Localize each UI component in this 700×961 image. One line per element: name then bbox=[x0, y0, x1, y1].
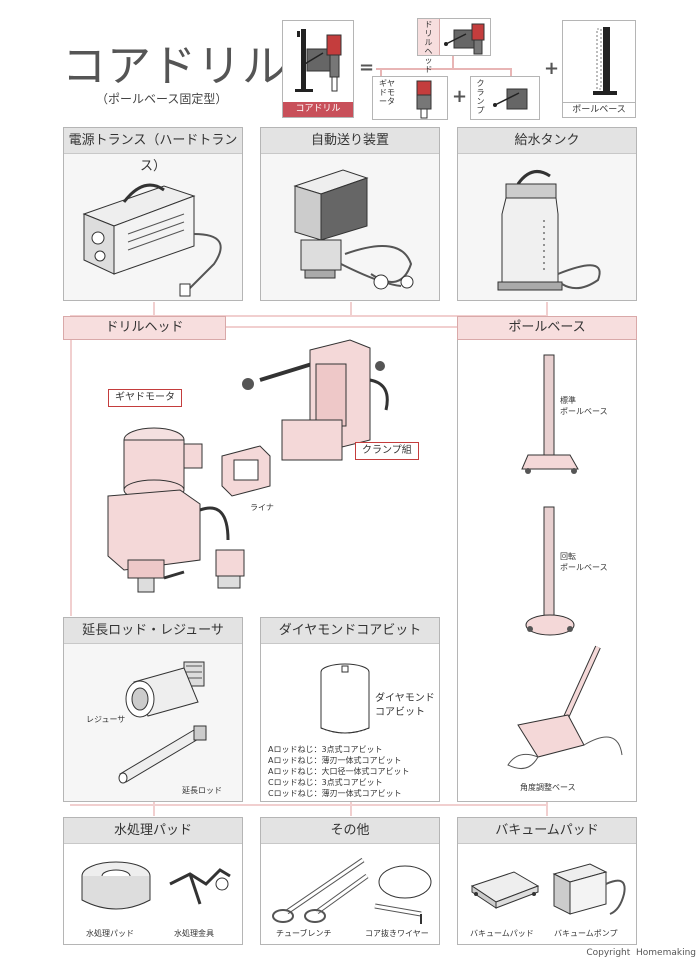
formula-pole-base-box: ポールベース bbox=[562, 20, 636, 118]
formula-clamp-label: クランプ bbox=[476, 79, 485, 115]
vacuum-pad-section: バキュームパッド bbox=[457, 817, 637, 945]
core-drill-box: コアドリル bbox=[282, 20, 354, 118]
ext-rod-image bbox=[118, 725, 207, 784]
water-pad-image bbox=[81, 861, 151, 910]
auto-feed-header: 自動送り装置 bbox=[261, 128, 439, 154]
liner-image bbox=[221, 445, 271, 497]
formula-geared-motor-box: ギヤドモータ bbox=[372, 76, 448, 120]
water-fitting-image bbox=[169, 868, 231, 905]
auto-feed-section: 自動送り装置 bbox=[260, 127, 440, 301]
ext-rod-section: 延長ロッド・レジューサ bbox=[63, 617, 243, 802]
angle-base-label: 角度調整ベース bbox=[520, 783, 576, 792]
clamp-set-tag: クランプ組 bbox=[355, 442, 419, 460]
pole-base-header: ポールベース bbox=[457, 316, 637, 340]
diamond-bit-image bbox=[320, 663, 370, 734]
pole-base-section: ポールベース bbox=[457, 316, 637, 802]
angle-base-image bbox=[507, 645, 623, 770]
reducer-label: レジューサ bbox=[86, 715, 126, 724]
reducer-image bbox=[125, 661, 205, 718]
page-title: コアドリル bbox=[62, 41, 287, 92]
drill-head-header: ドリルヘッド bbox=[63, 316, 226, 340]
power-trans-image bbox=[82, 183, 222, 297]
others-section: その他 bbox=[260, 817, 440, 945]
ext-rod-header: 延長ロッド・レジューサ bbox=[64, 618, 242, 644]
copyright-text: Copyright Homemaking bbox=[586, 948, 696, 958]
formula-drill-head-box: ドリルヘッド bbox=[417, 18, 491, 74]
rotating-pole-base-label-1: 回転 bbox=[560, 552, 576, 561]
power-trans-section: 電源トランス（ハードトランス） bbox=[63, 127, 243, 301]
equals-sign: = bbox=[359, 57, 375, 78]
core-drill-icon bbox=[295, 29, 342, 92]
standard-pole-base-image bbox=[521, 354, 579, 474]
core-drill-label: コアドリル bbox=[283, 102, 353, 117]
water-tank-image bbox=[497, 170, 601, 291]
core-wire-image bbox=[374, 865, 432, 924]
bit-type-2: Aロッドねじ：薄刃一体式コアビット bbox=[268, 756, 402, 765]
diamond-bit-section: ダイヤモンドコアビット bbox=[260, 617, 440, 802]
diamond-bit-header: ダイヤモンドコアビット bbox=[261, 618, 439, 644]
water-tank-header: 給水タンク bbox=[458, 128, 636, 154]
geared-motor-tag: ギヤドモータ bbox=[108, 389, 182, 407]
plus-sign-1: + bbox=[452, 86, 468, 107]
vacuum-pad-header: バキュームパッド bbox=[458, 818, 636, 844]
diamond-bit-label-1: ダイヤモンド bbox=[375, 693, 435, 704]
rotating-pole-base-label-2: ポールベース bbox=[560, 563, 608, 572]
formula-drill-head-label: ドリルヘッド bbox=[424, 20, 433, 74]
standard-pole-base-label-2: ポールベース bbox=[560, 407, 608, 416]
auto-feed-image bbox=[293, 169, 414, 290]
water-pad-label: 水処理パッド bbox=[86, 929, 134, 938]
rotating-pole-base-image bbox=[525, 506, 575, 636]
bit-type-3: Aロッドねじ：大口径一体式コアビット bbox=[268, 767, 410, 776]
liner-label: ライナ bbox=[250, 503, 274, 512]
water-fitting-label: 水処理金具 bbox=[174, 929, 214, 938]
vacuum-pad-image bbox=[470, 871, 540, 909]
diamond-bit-label-2: コアビット bbox=[375, 707, 425, 718]
geared-motor-icon bbox=[416, 80, 432, 119]
page-subtitle: （ポールベース固定型） bbox=[96, 92, 228, 106]
water-pad-section: 水処理パッド bbox=[63, 817, 243, 945]
core-wire-label: コア抜きワイヤー bbox=[365, 929, 429, 938]
tube-wrench-image bbox=[272, 857, 369, 923]
formula-pole-base-label: ポールベース bbox=[563, 102, 635, 117]
vacuum-pad-label: バキュームパッド bbox=[470, 929, 534, 938]
ext-rod-label: 延長ロッド bbox=[182, 786, 222, 795]
drill-head-illustration bbox=[90, 339, 450, 610]
standard-pole-base-label-1: 標準 bbox=[560, 396, 576, 405]
drill-head-icon bbox=[444, 23, 485, 55]
clamp-icon bbox=[493, 88, 528, 110]
vacuum-pump-label: バキュームポンプ bbox=[554, 929, 618, 938]
vacuum-pump-image bbox=[552, 863, 626, 915]
plus-sign-2: + bbox=[544, 58, 560, 79]
geared-motor-image bbox=[107, 427, 245, 593]
clamp-set-image bbox=[242, 339, 389, 461]
bit-type-1: Aロッドねじ：3点式コアビット bbox=[268, 745, 383, 754]
power-trans-header: 電源トランス（ハードトランス） bbox=[64, 128, 242, 174]
water-tank-section: 給水タンク bbox=[457, 127, 637, 301]
bit-type-4: Cロッドねじ：3点式コアビット bbox=[268, 778, 383, 787]
bit-type-5: Cロッドねじ：薄刃一体式コアビット bbox=[268, 789, 402, 798]
tube-wrench-label: チューブレンチ bbox=[276, 929, 332, 938]
others-header: その他 bbox=[261, 818, 439, 844]
formula-clamp-box: クランプ bbox=[470, 76, 540, 120]
water-pad-header: 水処理パッド bbox=[64, 818, 242, 844]
formula-geared-motor-label: ギヤドモータ bbox=[379, 79, 395, 106]
pole-base-icon bbox=[593, 27, 617, 95]
